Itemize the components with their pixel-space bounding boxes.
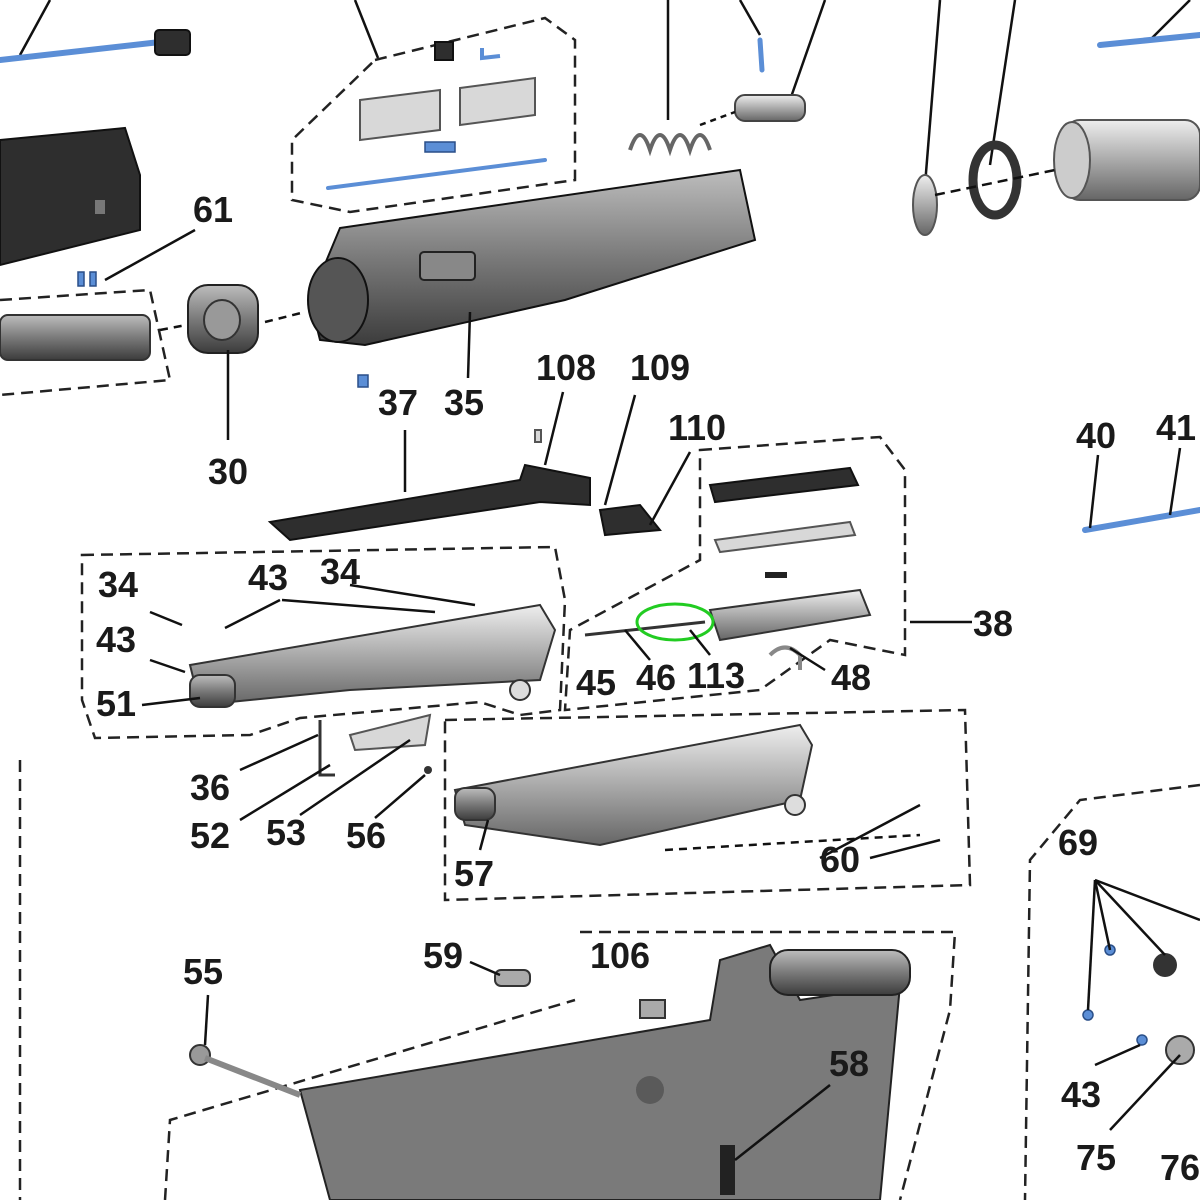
spring (628, 133, 712, 157)
label-61: 61 (193, 189, 233, 230)
label-36: 36 (190, 767, 230, 808)
gearbox-upper (188, 603, 557, 708)
label-59: 59 (423, 935, 463, 976)
buffer-tube-parts (912, 119, 1200, 236)
label-34: 34 (320, 551, 360, 592)
part-number-labels: 61 30 37 35 108 109 110 40 41 34 43 34 4… (96, 189, 1200, 1188)
barrel-nut (187, 284, 259, 354)
lower-receiver (298, 943, 911, 1200)
gearbox-lower (453, 723, 814, 847)
label-38: 38 (973, 603, 1013, 644)
label-41: 41 (1156, 407, 1196, 448)
label-113: 113 (687, 655, 745, 696)
label-52: 52 (190, 815, 230, 856)
forward-assist (699, 94, 806, 127)
label-76: 76 (1160, 1147, 1200, 1188)
barrel (0, 271, 151, 361)
label-106: 106 (590, 935, 650, 976)
label-34: 34 (98, 564, 138, 605)
rod-top-right (1097, 32, 1200, 48)
small-pin (757, 37, 765, 73)
label-43: 43 (1061, 1074, 1101, 1115)
label-57: 57 (454, 853, 494, 894)
right-group-box (1023, 783, 1200, 1200)
barrel-group-box (0, 288, 172, 397)
small-parts (318, 713, 432, 777)
leader (264, 310, 306, 324)
top-leader-lines (18, 0, 1191, 186)
handguard (0, 126, 141, 267)
label-58: 58 (829, 1043, 869, 1084)
label-108: 108 (536, 347, 596, 388)
label-109: 109 (630, 347, 690, 388)
label-55: 55 (183, 951, 223, 992)
label-30: 30 (208, 451, 248, 492)
bolt-group-box (563, 435, 907, 712)
label-56: 56 (346, 815, 386, 856)
upper-receiver (307, 168, 757, 388)
label-75: 75 (1076, 1137, 1116, 1178)
dust-cover-parts (326, 41, 547, 190)
rod-top-left (0, 29, 191, 63)
leader (159, 323, 187, 332)
gearbox-lower-group-box (443, 708, 972, 902)
label-110: 110 (668, 407, 726, 448)
label-43: 43 (96, 619, 136, 660)
charging-handle (267, 429, 662, 542)
label-40: 40 (1076, 415, 1116, 456)
label-37: 37 (378, 382, 418, 423)
label-35: 35 (444, 382, 484, 423)
label-leader-lines (104, 228, 1200, 1161)
pins-lower (189, 969, 666, 1098)
label-51: 51 (96, 683, 136, 724)
label-69: 69 (1058, 822, 1098, 863)
label-43: 43 (248, 557, 288, 598)
label-46: 46 (636, 657, 676, 698)
label-45: 45 (576, 662, 616, 703)
lower-receiver-group-box (163, 930, 957, 1200)
bolt-parts (584, 466, 872, 670)
label-48: 48 (831, 657, 871, 698)
gearbox-upper-group-box (80, 545, 567, 740)
highlight-ellipse (635, 602, 715, 642)
dust-cover-group-box (290, 16, 577, 214)
pin-rod-right (1082, 447, 1200, 533)
label-53: 53 (266, 812, 306, 853)
label-60: 60 (820, 839, 860, 880)
right-small-parts (1082, 944, 1195, 1065)
